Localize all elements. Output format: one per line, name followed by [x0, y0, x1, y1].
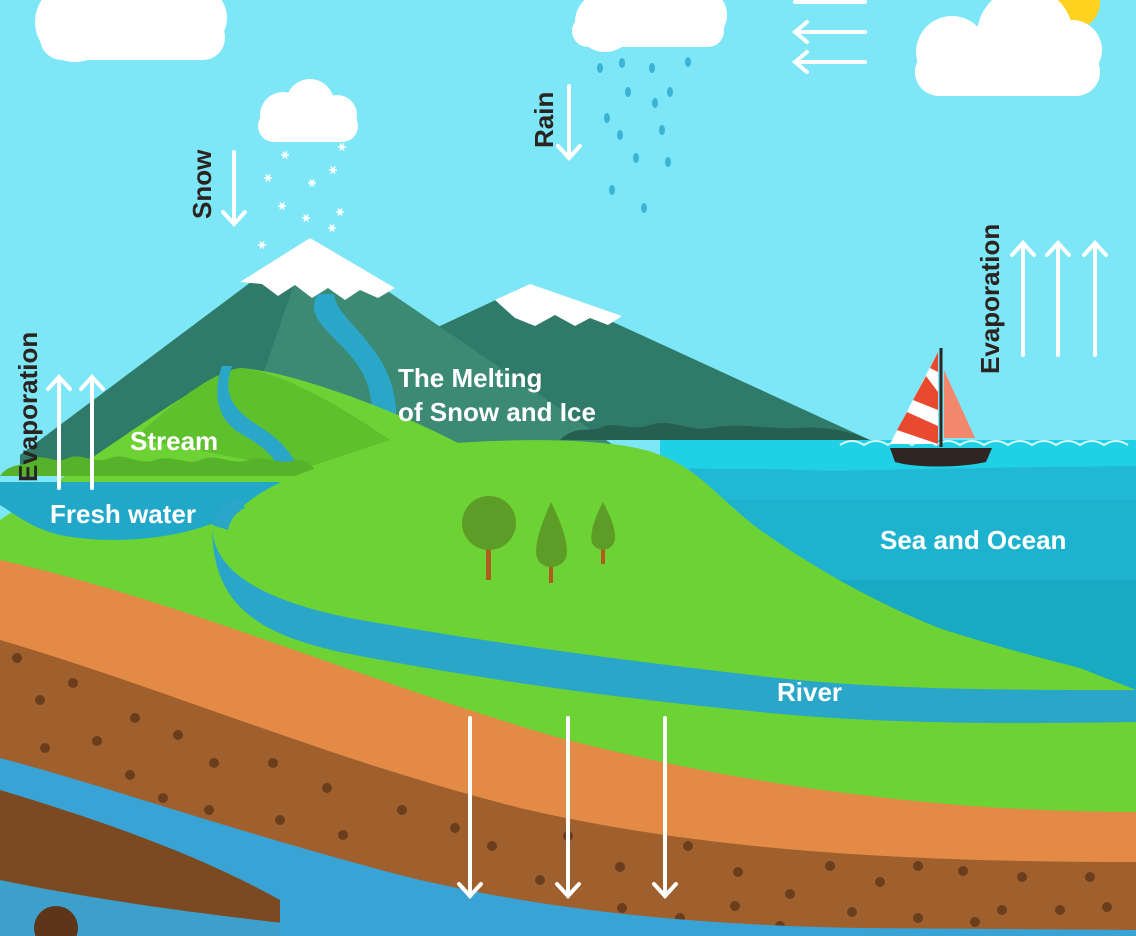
stream-label: Stream: [130, 425, 218, 458]
cloud-icon: [572, 0, 727, 52]
cloud-icon: [35, 0, 227, 62]
melting-label-line2: of Snow and Ice: [398, 396, 596, 429]
melting-label-line1: The Melting: [398, 362, 542, 395]
river-label: River: [777, 676, 842, 709]
evaporation-left-label: Evaporation: [12, 332, 45, 482]
snow-label: Snow: [186, 150, 219, 219]
evaporation-right-label: Evaporation: [974, 224, 1007, 374]
fresh-water-label: Fresh water: [50, 498, 196, 531]
rain-label: Rain: [528, 92, 561, 148]
sea-and-ocean-label: Sea and Ocean: [880, 524, 1066, 557]
